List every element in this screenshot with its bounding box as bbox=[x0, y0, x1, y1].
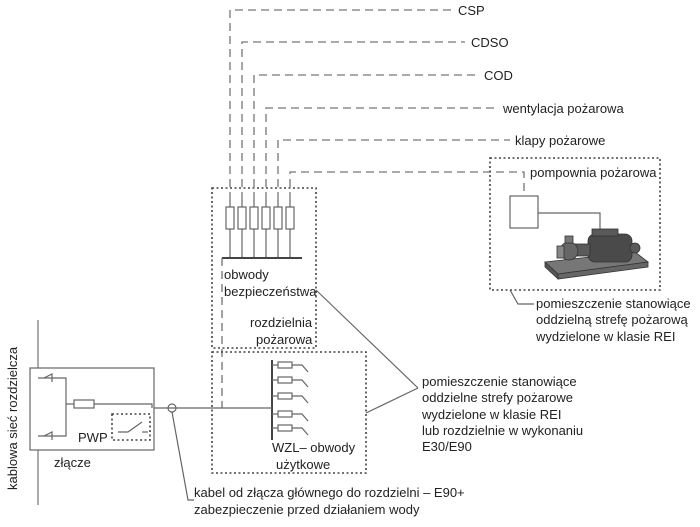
fuse bbox=[277, 424, 293, 432]
destination-cdso: CDSO bbox=[471, 35, 509, 50]
switchboard-room-note-3: wydzielone w klasie REI bbox=[421, 407, 561, 422]
destination-klapy: klapy pożarowe bbox=[515, 133, 605, 148]
safety-circuit-lines bbox=[229, 9, 525, 200]
switchboard-room-note-2: oddzielne strefy pożarowe bbox=[422, 390, 573, 405]
wzl-label-1: WZL– obwody bbox=[272, 440, 356, 455]
fire-switchboard-label-1: rozdzielnia bbox=[250, 315, 313, 330]
destination-csp: CSP bbox=[458, 3, 485, 18]
fire-switchboard-enclosure bbox=[211, 187, 317, 349]
pump-controller bbox=[509, 195, 539, 229]
pwp-switch-box bbox=[111, 413, 151, 441]
pump-room-enclosure bbox=[489, 157, 661, 291]
switchboard-room-note-1: pomieszczenie stanowiące bbox=[422, 374, 577, 389]
fuse bbox=[249, 206, 259, 230]
destination-cod: COD bbox=[484, 68, 513, 83]
connector-label: złącze bbox=[54, 455, 91, 470]
fuse bbox=[285, 206, 295, 230]
connector-to-pwp bbox=[94, 403, 153, 408]
line-csp bbox=[229, 9, 452, 200]
switchboard-room-note-4: lub rozdzielnie w wykonaniu bbox=[422, 423, 583, 438]
fuse bbox=[261, 206, 271, 230]
switchboard-room-leader-2 bbox=[365, 387, 419, 414]
connector-fuse bbox=[73, 399, 95, 409]
pump-room-note-2: oddzielną strefę pożarową bbox=[536, 312, 689, 327]
safety-circuits-label-2: bezpieczeństwa bbox=[224, 284, 317, 299]
destination-pompownia: pompownia pożarowa bbox=[530, 165, 657, 180]
connector-arrow-bottom bbox=[43, 431, 53, 440]
main-cable-note-2: zabezpieczenie przed działaniem wody bbox=[194, 502, 420, 517]
main-cable-note-1: kabel od złącza głównego do rozdzielni –… bbox=[194, 485, 465, 500]
pump-room-note-3: wydzielone w klasie REI bbox=[535, 329, 675, 344]
fire-pump-icon bbox=[544, 228, 650, 280]
safety-circuits-label-1: obwody bbox=[224, 267, 269, 282]
fire-switchboard-label-2: pożarowa bbox=[256, 332, 313, 347]
fuse bbox=[277, 392, 293, 400]
line-pompownia bbox=[289, 171, 525, 200]
fuse bbox=[277, 410, 293, 418]
main-cable-leader bbox=[171, 411, 194, 501]
switchboard-room-leader-1 bbox=[315, 289, 419, 389]
wzl-branches bbox=[272, 361, 309, 436]
pwp-label: PWP bbox=[78, 430, 108, 445]
pump-feed-line bbox=[535, 196, 601, 238]
switchboard-room-note-5: E30/E90 bbox=[422, 439, 472, 454]
line-wentylacja bbox=[265, 107, 498, 200]
connector-arrow-top bbox=[43, 373, 53, 382]
wzl-enclosure bbox=[211, 351, 367, 474]
pwp-switch-contact bbox=[118, 421, 143, 433]
fuse bbox=[273, 206, 283, 230]
line-klapy bbox=[277, 139, 510, 200]
line-cdso bbox=[241, 41, 465, 200]
fuse bbox=[277, 361, 293, 369]
pump-room-leader bbox=[509, 289, 534, 305]
fuse-row bbox=[225, 200, 295, 258]
fuse bbox=[277, 376, 293, 384]
fuse bbox=[237, 206, 247, 230]
distribution-cable-label: kablowa sieć rozdzielcza bbox=[5, 346, 20, 490]
fuse bbox=[225, 206, 235, 230]
destination-wentylacja: wentylacja pożarowa bbox=[502, 101, 624, 116]
pump-room-note-1: pomieszczenie stanowiące bbox=[536, 296, 691, 311]
wzl-label-2: użytkowe bbox=[276, 457, 330, 472]
line-cod bbox=[253, 74, 478, 200]
